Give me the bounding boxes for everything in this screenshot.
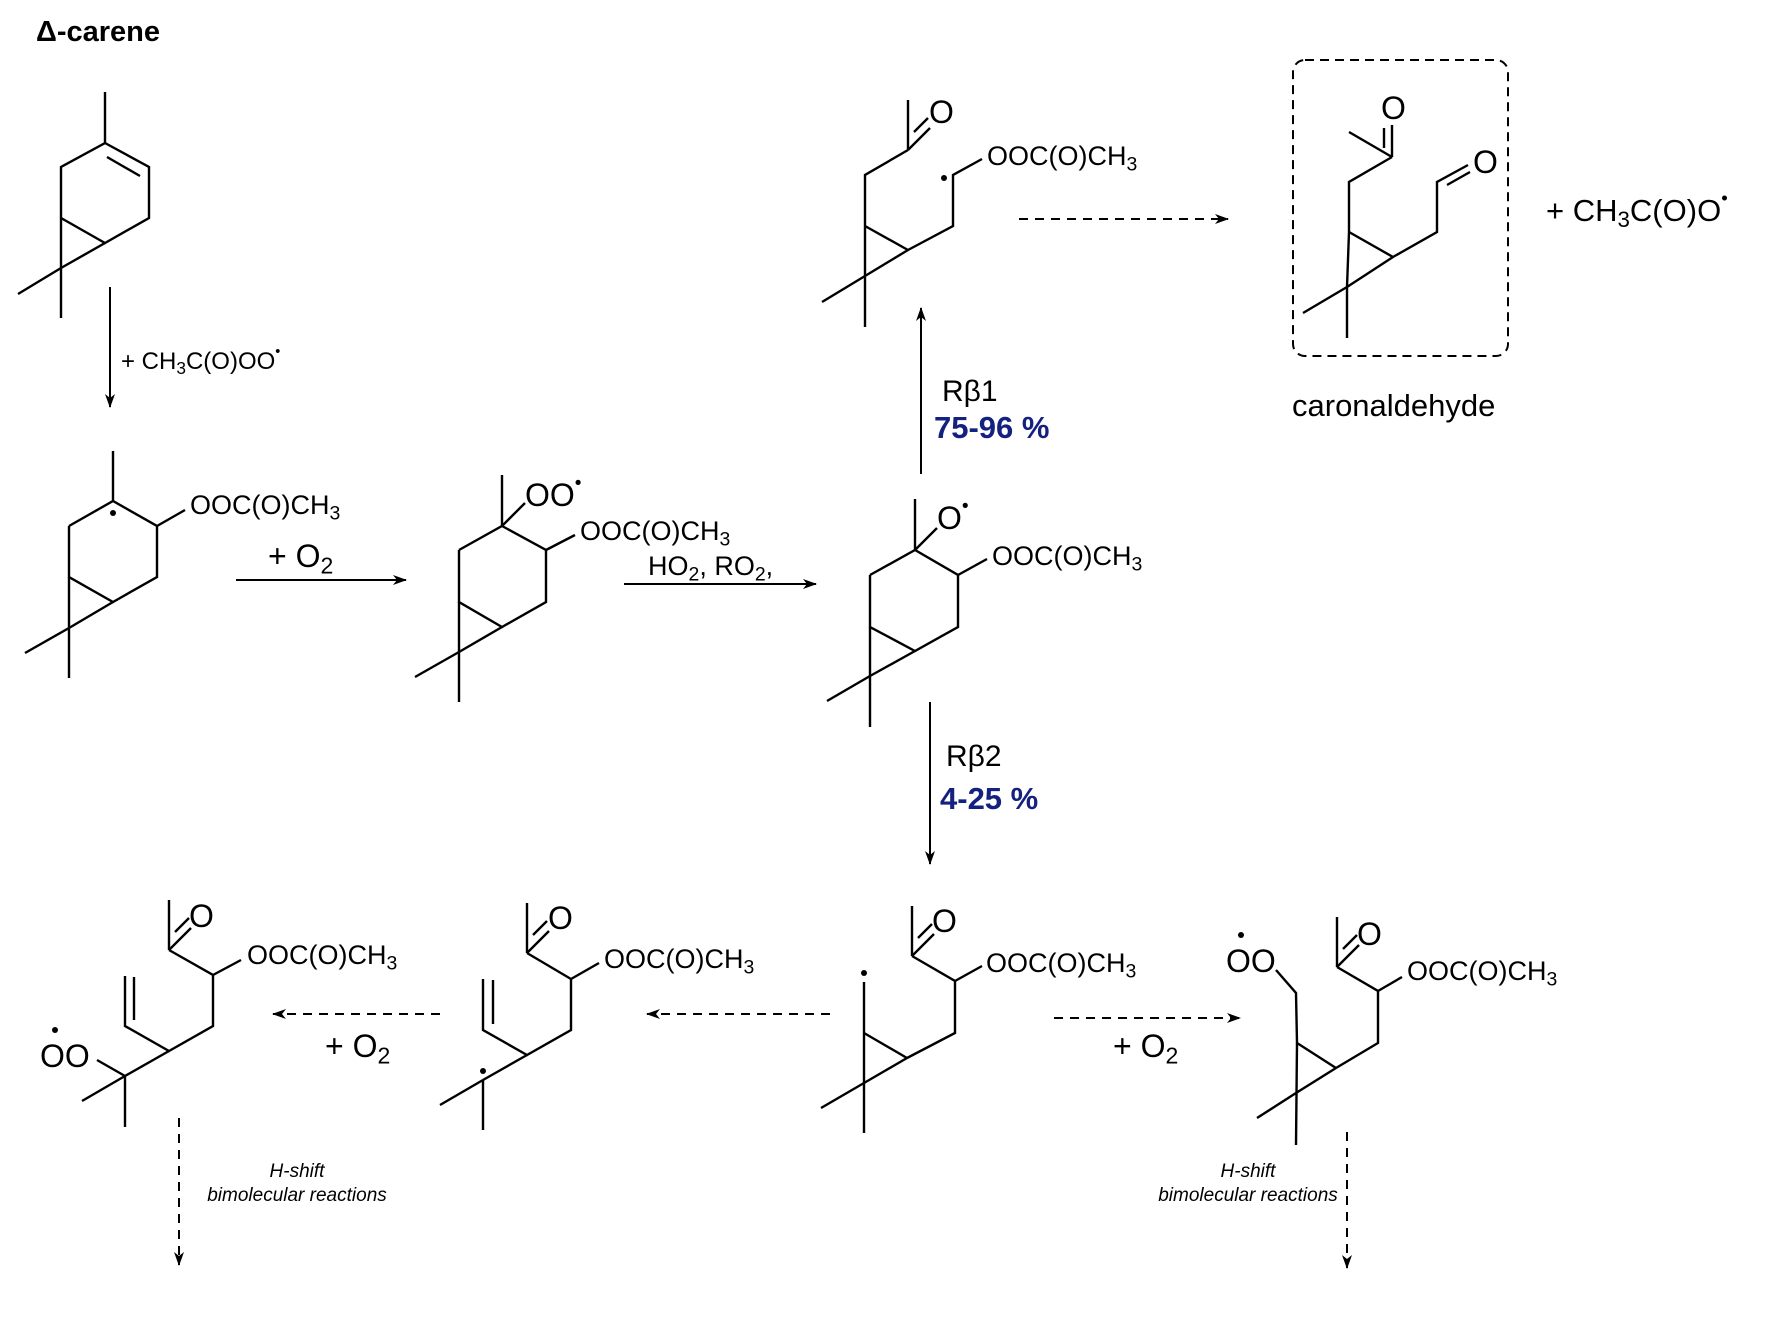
radical-dot [110, 510, 116, 516]
molecule-caronaldehyde [1302, 125, 1471, 338]
substituent-label: OOC(O)CH3 [987, 141, 1138, 176]
radical-dot [52, 1027, 58, 1033]
carbonyl-oxygen-label: O [932, 903, 957, 939]
reagent-ho2-ro2: HO2, RO2, [648, 551, 774, 586]
carbonyl-oxygen-label: O [189, 898, 214, 934]
molecule-ring-opened-radical [821, 100, 983, 327]
reagent-o2: + O2 [268, 538, 334, 579]
molecule-alkyl-radical [24, 451, 186, 678]
peroxy-group-label: OO [40, 1038, 90, 1074]
radical-dot [861, 970, 867, 976]
coproduct-acetoxy-radical: + CH3C(O)O• [1546, 187, 1728, 233]
peroxy-group-label: OO [1226, 943, 1276, 979]
reagent-o2-right: + O2 [1113, 1028, 1179, 1069]
substituent-label: OOC(O)CH3 [190, 490, 341, 525]
pathway-rb1-label: Rβ1 [942, 375, 998, 408]
molecule-primary-peroxy [1256, 917, 1403, 1146]
radical-dot [941, 175, 947, 181]
pathway-rb1-yield: 75-96 % [934, 410, 1050, 445]
further-reactions-left: H-shift bimolecular reactions [207, 1161, 387, 1206]
substituent-label: OOC(O)CH3 [1407, 956, 1558, 991]
substituent-label: OOC(O)CH3 [247, 940, 398, 975]
peroxy-group-label: OO• [525, 472, 582, 513]
carbonyl-oxygen-label: O [548, 900, 573, 936]
substituent-label: OOC(O)CH3 [580, 516, 731, 551]
pathway-rb2-yield: 4-25 % [940, 781, 1039, 816]
molecule-peroxy-radical [414, 475, 576, 702]
molecule-alkoxy-radical [826, 499, 988, 727]
alkoxy-oxygen-label: O• [937, 495, 969, 536]
carbonyl-oxygen-label: O [929, 94, 954, 130]
substituent-label: OOC(O)CH3 [986, 948, 1137, 983]
pathway-rb2-label: Rβ2 [946, 740, 1002, 773]
molecule-cyclopropyl-radical [820, 906, 983, 1133]
molecule-delta-carene [17, 92, 151, 318]
carbonyl-oxygen-label: O [1357, 916, 1382, 952]
reagent-acetylperoxy: + CH3C(O)OO• [121, 344, 281, 378]
product-name: caronaldehyde [1292, 388, 1496, 423]
page-title: Δ-carene [36, 16, 161, 48]
ketone-oxygen-label: O [1381, 90, 1406, 126]
substituent-label: OOC(O)CH3 [604, 944, 755, 979]
caronaldehyde-highlight-box [1292, 59, 1509, 357]
radical-dot [480, 1068, 486, 1074]
reagent-o2-left: + O2 [325, 1028, 391, 1069]
substituent-label: OOC(O)CH3 [992, 541, 1143, 576]
molecule-open-chain-peroxy [81, 900, 242, 1127]
aldehyde-oxygen-label: O [1473, 144, 1498, 180]
further-reactions-right: H-shift bimolecular reactions [1158, 1161, 1338, 1206]
radical-dot [1238, 932, 1244, 938]
molecule-tertiary-radical [439, 903, 600, 1130]
